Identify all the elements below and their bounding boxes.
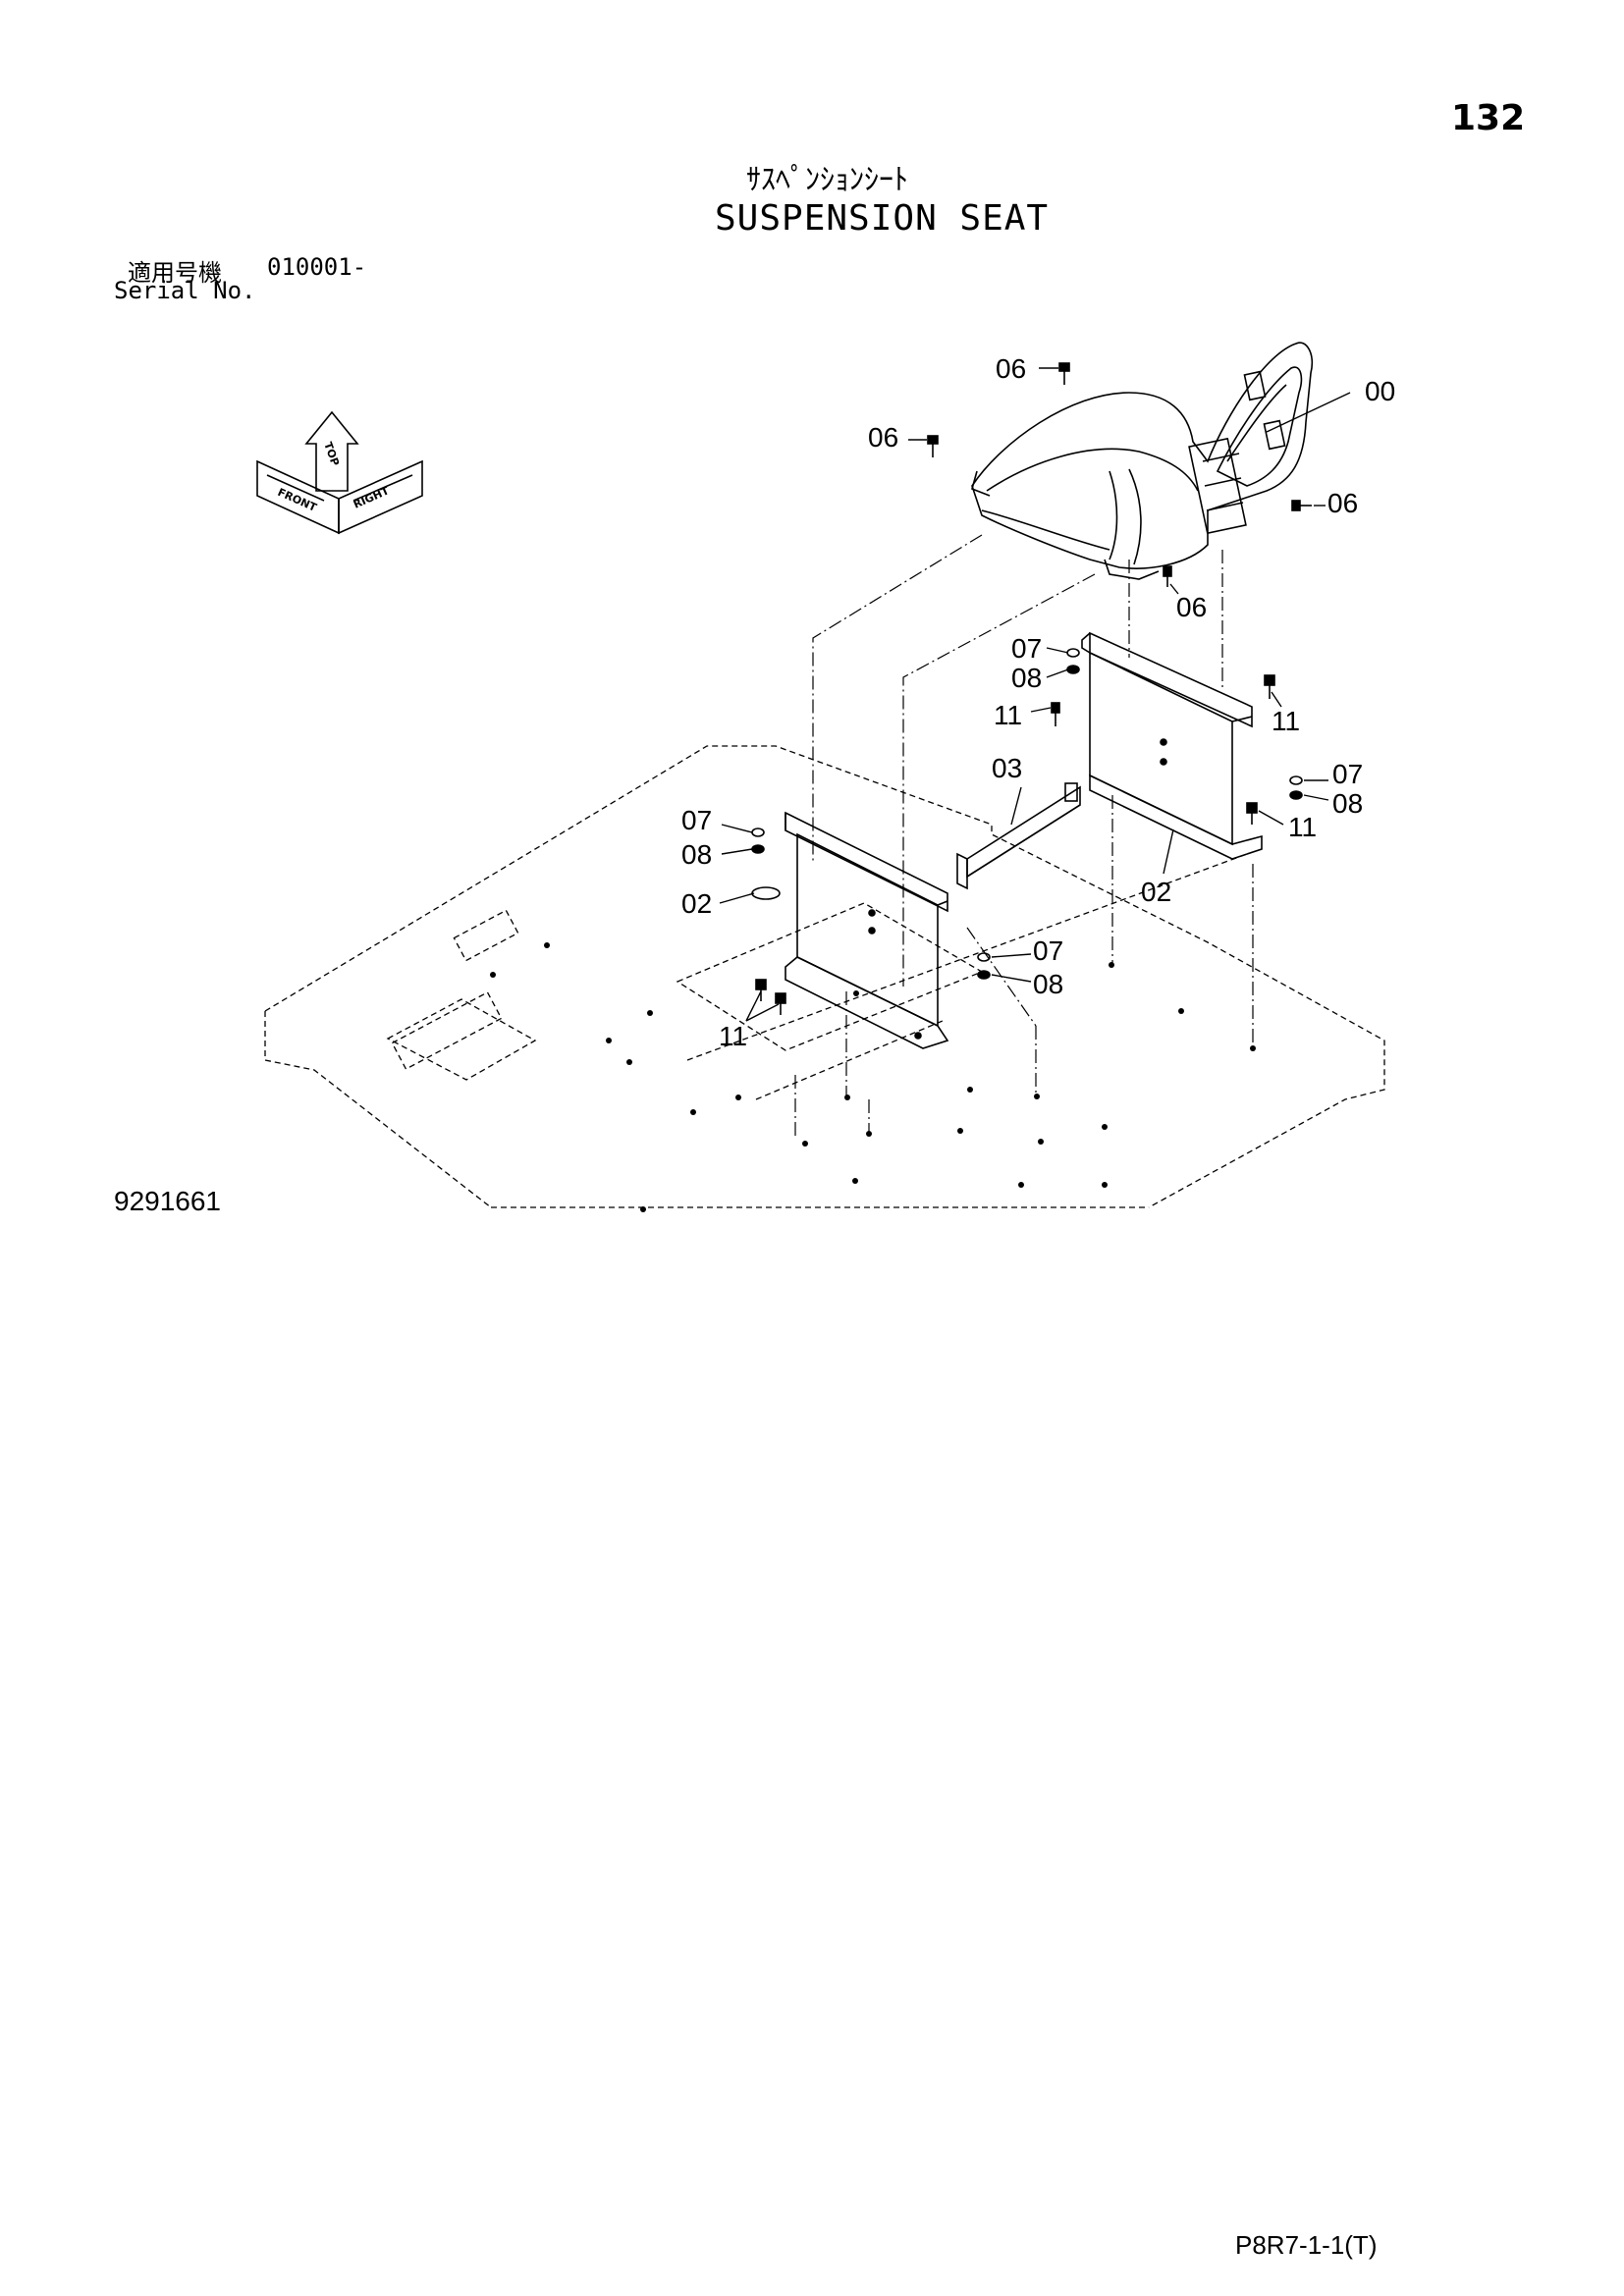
screws-06 <box>927 362 1312 587</box>
callout-washer-07-a: 07 <box>1011 633 1042 664</box>
callout-bracket-02-right: 02 <box>1141 877 1171 907</box>
callout-seat-00: 00 <box>1365 376 1395 406</box>
callout-screw-06-left: 06 <box>868 422 898 453</box>
callout-bolt-11-a: 11 <box>994 700 1022 730</box>
callout-bolt-11-b: 11 <box>1272 706 1300 736</box>
orientation-icon: FRONT RIGHT TOP <box>256 410 423 535</box>
bracket-right <box>1081 631 1263 860</box>
callout-screw-06-bottom: 06 <box>1176 592 1207 622</box>
projection-lines <box>794 534 1254 1139</box>
callout-washer-08-a: 08 <box>1011 663 1042 693</box>
callout-washer-08-c: 08 <box>681 839 712 870</box>
orientation-front-label: FRONT <box>276 486 319 514</box>
orientation-right-label: RIGHT <box>352 484 392 511</box>
callout-screw-06-top: 06 <box>996 353 1026 384</box>
callout-screw-06-right: 06 <box>1327 488 1358 518</box>
floor-holes <box>490 942 1256 1212</box>
callout-bolt-11-d: 11 <box>719 1021 747 1051</box>
floor-plate <box>264 745 1385 1208</box>
callout-washer-07-c: 07 <box>681 805 712 835</box>
callout-washer-07-d: 07 <box>1033 935 1063 966</box>
bracket-left <box>785 811 949 1049</box>
rail-03 <box>956 782 1081 890</box>
callout-labels: 00 06 06 06 06 07 08 11 11 07 08 11 03 0… <box>681 353 1395 1051</box>
callout-washer-08-b: 08 <box>1332 788 1363 819</box>
callout-washer-08-d: 08 <box>1033 969 1063 999</box>
callout-washer-07-b: 07 <box>1332 759 1363 789</box>
drawing-number: 9291661 <box>114 1186 222 1216</box>
serial-label-english: Serial No. <box>114 277 256 304</box>
hardware-parts <box>751 648 1303 1015</box>
exploded-parts-diagram: FRONT RIGHT TOP <box>256 342 1395 1212</box>
callout-bracket-02-left: 02 <box>681 888 712 919</box>
title-japanese: ｻｽﾍﾟﾝｼｮﾝｼｰﾄ <box>746 163 908 197</box>
footer-page-code: P8R7-1-1(T) <box>1235 2230 1378 2260</box>
leader-lines <box>719 367 1351 1022</box>
callout-rail-03: 03 <box>992 753 1022 783</box>
title-english: SUSPENSION SEAT <box>715 198 1050 239</box>
page-number: 132 <box>1451 98 1526 138</box>
serial-label-japanese: 適用号機 <box>128 259 222 287</box>
callout-bolt-11-c: 11 <box>1288 812 1317 842</box>
suspension-seat <box>971 342 1314 580</box>
serial-number: 010001- <box>267 253 367 281</box>
orientation-top-label: TOP <box>321 441 342 468</box>
